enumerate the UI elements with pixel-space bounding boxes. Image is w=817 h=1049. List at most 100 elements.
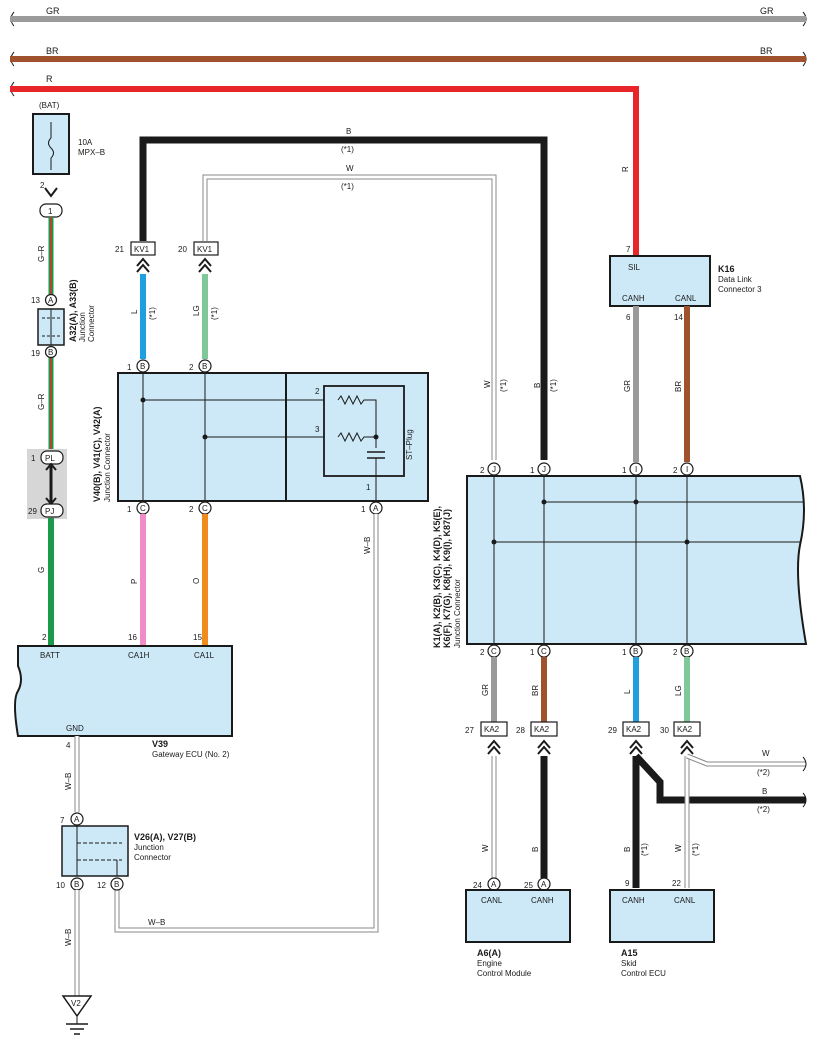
kv1-right-label: KV1 bbox=[197, 245, 213, 254]
a6-canh-label: CANH bbox=[531, 896, 554, 905]
v40-pin-a1: 1 bbox=[361, 505, 366, 514]
fuse-rating: 10A bbox=[78, 138, 93, 147]
wire-r-label: R bbox=[621, 166, 630, 172]
wire-gr-ka2-label: GR bbox=[481, 684, 490, 696]
k1-top-letter-0: J bbox=[492, 465, 496, 474]
kv1-right: 20 KV1 bbox=[178, 241, 219, 273]
fuse-bat-label: (BAT) bbox=[39, 101, 60, 110]
v26-pin-br-letter: B bbox=[114, 880, 119, 889]
wire-g-label: G bbox=[37, 567, 46, 573]
kv1-left-pin: 21 bbox=[115, 245, 124, 254]
k1-id: K1(A), K2(B), K3(C), K4(D), K5(E), bbox=[432, 506, 442, 648]
wire-w-b-a: W–B W–B bbox=[114, 514, 379, 933]
dlc-k16: 7 SIL CANH CANL K16 Data Link Connector … bbox=[609, 245, 762, 322]
v40-pin-b1: 1 bbox=[127, 363, 132, 372]
wire-gr-k16-label: GR bbox=[623, 380, 632, 392]
wire-b-right-label: B bbox=[533, 383, 542, 388]
wire-br-k16-label: BR bbox=[674, 381, 683, 392]
v40-pin-c2: 2 bbox=[189, 505, 194, 514]
v39-batt-label: BATT bbox=[40, 651, 60, 660]
fuse-conn: 1 bbox=[48, 207, 53, 216]
wire-lg-kv1-label: LG bbox=[192, 305, 201, 316]
wire-lg-ka2: LG bbox=[674, 657, 690, 722]
bus-r-label-left: R bbox=[46, 74, 53, 84]
ka2-30: 30 KA2 bbox=[660, 721, 701, 755]
skid-ecu-a15: 9 22 CANH CANL A15 Skid Control ECU bbox=[609, 879, 715, 978]
wire-b-right-note: (*1) bbox=[549, 379, 558, 392]
wire-w-b-v2: W–B bbox=[64, 890, 80, 996]
ka2-28-label: KA2 bbox=[534, 725, 550, 734]
kv1-right-pin: 20 bbox=[178, 245, 187, 254]
a32-pin-bottom-letter: B bbox=[48, 348, 53, 357]
k16-sil-label: SIL bbox=[628, 263, 641, 272]
ka2-27: 27 KA2 bbox=[465, 721, 508, 755]
wire-g-r-mid-label: G–R bbox=[37, 393, 46, 410]
k16-canh-pin: 6 bbox=[626, 313, 631, 322]
wire-w-top-note: (*1) bbox=[341, 182, 354, 191]
v40-pin-c1-letter: C bbox=[140, 504, 146, 513]
wire-o-label: O bbox=[192, 578, 201, 584]
wire-lg-kv1-note: (*1) bbox=[210, 307, 219, 320]
wire-w-top-label: W bbox=[346, 164, 354, 173]
wire-o: O bbox=[192, 514, 208, 646]
a15-canl-label: CANL bbox=[674, 896, 696, 905]
ground-v2: V2 bbox=[61, 995, 93, 1035]
k16-canh-label: CANH bbox=[622, 294, 645, 303]
v39-ca1h-pin: 16 bbox=[128, 633, 137, 642]
k16-canl-pin: 14 bbox=[674, 313, 683, 322]
v40-pin-c1: 1 bbox=[127, 505, 132, 514]
k1-bottom-pin-0: 2 bbox=[480, 648, 485, 657]
wire-l-ka2: L bbox=[623, 657, 639, 722]
ka2-30-label: KA2 bbox=[677, 725, 693, 734]
ka2-29-label: KA2 bbox=[626, 725, 642, 734]
wire-w-right-note: (*1) bbox=[499, 379, 508, 392]
junction-a32: 13 A 19 B A32(A), A33(B) Junction Connec… bbox=[31, 279, 96, 359]
bus-r: R R bbox=[10, 74, 639, 256]
k1-bottom-pin-3: 2 bbox=[673, 648, 678, 657]
wire-w-b-bottom-label: W–B bbox=[148, 918, 165, 927]
gateway-ecu-v39: 2 16 15 BATT CA1H CA1L GND V39 Gateway E… bbox=[14, 633, 233, 759]
k1-top-pin-3: 2 bbox=[673, 466, 678, 475]
wire-w-b-gnd: W–B bbox=[64, 736, 80, 812]
pl-letter: PL bbox=[45, 454, 55, 463]
k1-top-pin-1: 1 bbox=[530, 466, 535, 475]
a6-name: Engine bbox=[477, 959, 502, 968]
v39-batt-pin: 2 bbox=[42, 633, 47, 642]
ka2-30-pin: 30 bbox=[660, 726, 669, 735]
wire-b-a15-note: (*1) bbox=[640, 843, 649, 856]
a6-name2: Control Module bbox=[477, 969, 532, 978]
k16-name2: Connector 3 bbox=[718, 285, 762, 294]
bus-br: BR BR bbox=[10, 46, 807, 67]
pl-pin: 1 bbox=[31, 454, 36, 463]
bus-br-label-left: BR bbox=[46, 46, 59, 56]
a32-pin-top: 13 bbox=[31, 296, 40, 305]
ecm-a6: 24 A 25 A CANL CANH A6(A) Engine Control… bbox=[465, 877, 571, 978]
a6-canh-pin: 25 bbox=[524, 881, 533, 890]
v39-ca1l-label: CA1L bbox=[194, 651, 215, 660]
a15-canl-pin: 22 bbox=[672, 879, 681, 888]
wire-w-branch-note: (*2) bbox=[757, 768, 770, 777]
v40-name: Junction Connector bbox=[103, 433, 112, 502]
v26-id: V26(A), V27(B) bbox=[134, 832, 196, 842]
wire-w-b-a-label: W–B bbox=[363, 537, 372, 554]
junction-k1: 2 J 1 J 1 I 2 I K1(A), K2(B), K3(C), K4(… bbox=[432, 462, 808, 658]
wire-b-branch-label: B bbox=[762, 787, 767, 796]
a15-canh-label: CANH bbox=[622, 896, 645, 905]
v40-pin-b2-letter: B bbox=[202, 362, 207, 371]
pj-pin: 29 bbox=[28, 507, 37, 516]
bus-gr: GR GR bbox=[10, 6, 807, 27]
wire-b-top: B (*1) B (*1) bbox=[139, 127, 558, 460]
v39-id: V39 bbox=[152, 739, 168, 749]
wire-w-right-label: W bbox=[483, 380, 492, 388]
a32-pin-bottom: 19 bbox=[31, 349, 40, 358]
a15-name: Skid bbox=[621, 959, 637, 968]
v39-name: Gateway ECU (No. 2) bbox=[152, 750, 230, 759]
v39-ca1l-pin: 15 bbox=[193, 633, 202, 642]
k1-bottom-letter-1: C bbox=[541, 647, 547, 656]
ka2-27-label: KA2 bbox=[484, 725, 500, 734]
wire-l-kv1-label: L bbox=[130, 309, 139, 314]
v39-ca1h-label: CA1H bbox=[128, 651, 150, 660]
wire-l-kv1: L (*1) bbox=[130, 274, 157, 359]
a6-id: A6(A) bbox=[477, 948, 501, 958]
wire-w-a15: W (*1) W (*2) bbox=[674, 749, 807, 888]
